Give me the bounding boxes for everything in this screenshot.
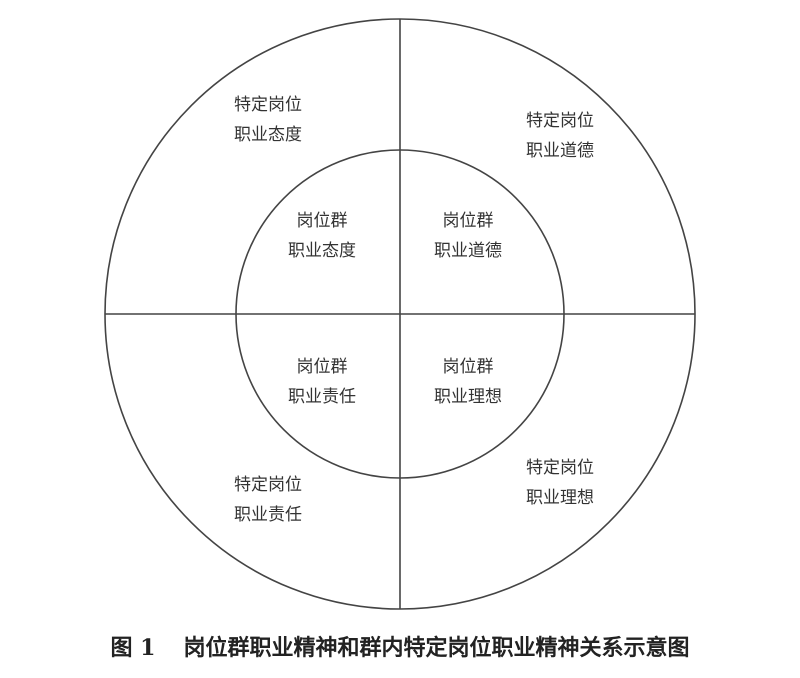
outer-top-left-line2: 职业态度 — [234, 125, 302, 145]
outer-bottom-left-line1: 特定岗位 — [234, 475, 302, 495]
outer-bottom-right-line1: 特定岗位 — [526, 458, 594, 478]
figure-caption: 图 1 岗位群职业精神和群内特定岗位职业精神关系示意图 — [0, 630, 800, 662]
inner-top-left-line1: 岗位群 — [297, 211, 348, 231]
inner-top-right-line2: 职业道德 — [434, 241, 502, 261]
outer-bottom-right-line2: 职业理想 — [526, 488, 594, 508]
figure-title: 岗位群职业精神和群内特定岗位职业精神关系示意图 — [183, 635, 690, 661]
outer-top-right-line1: 特定岗位 — [526, 111, 594, 131]
inner-bottom-right-line1: 岗位群 — [443, 357, 494, 377]
outer-top-left-line1: 特定岗位 — [234, 95, 302, 115]
relationship-diagram: 特定岗位 职业态度 特定岗位 职业道德 特定岗位 职业责任 特定岗位 职业理想 … — [104, 18, 696, 610]
outer-top-right-line2: 职业道德 — [526, 141, 594, 161]
inner-bottom-left-line1: 岗位群 — [297, 357, 348, 377]
inner-bottom-right-line2: 职业理想 — [434, 387, 502, 407]
inner-top-right-line1: 岗位群 — [443, 211, 494, 231]
inner-bottom-left-line2: 职业责任 — [288, 387, 356, 407]
figure-number: 图 1 — [110, 635, 156, 661]
outer-bottom-left-line2: 职业责任 — [234, 505, 302, 525]
inner-top-left-line2: 职业态度 — [288, 241, 356, 261]
